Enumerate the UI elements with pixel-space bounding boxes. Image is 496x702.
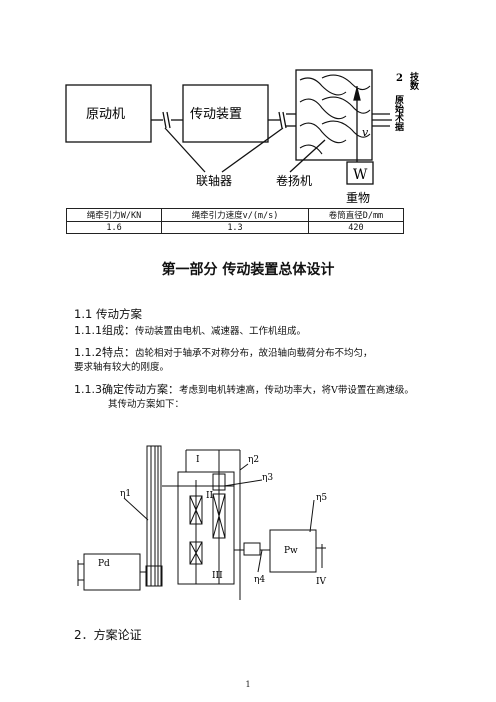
item-1-1-3: 1.1.3确定传动方案：考虑到电机转速高，传动功率大，将V带设置在高速级。 其传…: [74, 383, 484, 412]
eta1-label: η1: [120, 489, 131, 499]
table-header-row: 绳牵引力W/KN 绳牵引力速度v/(m/s) 卷筒直径D/mm: [65, 208, 405, 222]
section-number: 1.1: [74, 307, 93, 321]
page-number: 1: [245, 680, 251, 689]
weight-box: [346, 161, 374, 185]
value-drum-diameter: 420: [307, 221, 405, 234]
winch-label: 卷扬机: [276, 173, 312, 188]
item-1-1-1: 1.1.1组成：传动装置由电机、减速器、工作机组成。: [74, 324, 306, 339]
transmission-scheme-diagram: Pd Pw η1 η2 η3 η4 η5 I II III IV: [77, 445, 327, 600]
working-machine-box: [269, 529, 317, 573]
motor-box: [65, 84, 152, 143]
item-1-1-2: 1.1.2特点：齿轮相对于轴承不对称分布，故沿轴向载荷分布不均匀， 要求轴有较大…: [74, 346, 474, 375]
header-drum-diameter: 卷筒直径D/mm: [307, 208, 405, 222]
value-rope-force: 1.6: [65, 221, 163, 234]
pw-label: Pw: [284, 546, 298, 556]
eta5-label: η5: [316, 493, 327, 503]
eta3-label: η3: [262, 473, 273, 483]
item-text-continued: 要求轴有较大的刚度。: [74, 362, 170, 373]
coupling-label: 联轴器: [196, 173, 232, 188]
section-number: 2．: [74, 628, 94, 642]
side-col1: 原始术据: [393, 95, 405, 132]
motor-label: 原动机: [86, 107, 125, 122]
weight-caption: 重物: [346, 191, 370, 205]
eta2-label: η2: [248, 455, 259, 465]
motor-pd-box: [83, 553, 141, 591]
pd-label: Pd: [98, 559, 110, 569]
shaft-4-label: IV: [316, 577, 327, 587]
header-rope-force: 绳牵引力W/KN: [65, 208, 163, 222]
item-label: 1.1.2特点：: [74, 346, 135, 359]
item-label: 1.1.3确定传动方案：: [74, 383, 179, 396]
section-2: 2．方案论证: [74, 626, 142, 643]
hoist-system-diagram: 原动机 传动装置 联轴器 卷扬机 W 重物 v 2 原始术据 技数: [65, 69, 419, 205]
table-row: 1.6 1.3 420: [65, 221, 405, 234]
value-rope-speed: 1.3: [161, 221, 309, 234]
shaft-3-label: III: [212, 571, 223, 581]
item-text: 齿轮相对于轴承不对称分布，故沿轴向载荷分布不均匀，: [135, 348, 373, 359]
shaft-2-label: II: [206, 491, 214, 501]
eta4-label: η4: [254, 575, 265, 585]
side-number: 2: [396, 73, 403, 84]
section-1-1: 1.1 传动方案: [74, 306, 142, 322]
header-rope-speed: 绳牵引力速度v/(m/s): [161, 208, 309, 222]
section-title: 传动方案: [95, 307, 142, 321]
transmission-box: [182, 84, 269, 143]
part-heading: 第一部分 传动装置总体设计: [161, 262, 335, 278]
shaft-1-label: I: [196, 455, 200, 465]
weight-symbol: W: [353, 167, 368, 183]
item-label: 1.1.1组成：: [74, 324, 135, 337]
transmission-label: 传动装置: [190, 107, 242, 122]
gearbox-housing: [177, 471, 235, 585]
velocity-symbol: v: [362, 126, 369, 139]
item-text: 传动装置由电机、减速器、工作机组成。: [135, 326, 307, 337]
winch-drum: [295, 69, 373, 161]
side-col2: 技数: [408, 71, 419, 91]
section-title: 方案论证: [93, 628, 142, 642]
item-text-continued: 其传动方案如下：: [108, 399, 185, 410]
item-text: 考虑到电机转速高，传动功率大，将V带设置在高速级。: [179, 385, 414, 396]
parameters-table: 绳牵引力W/KN 绳牵引力速度v/(m/s) 卷筒直径D/mm 1.6 1.3 …: [65, 208, 405, 234]
